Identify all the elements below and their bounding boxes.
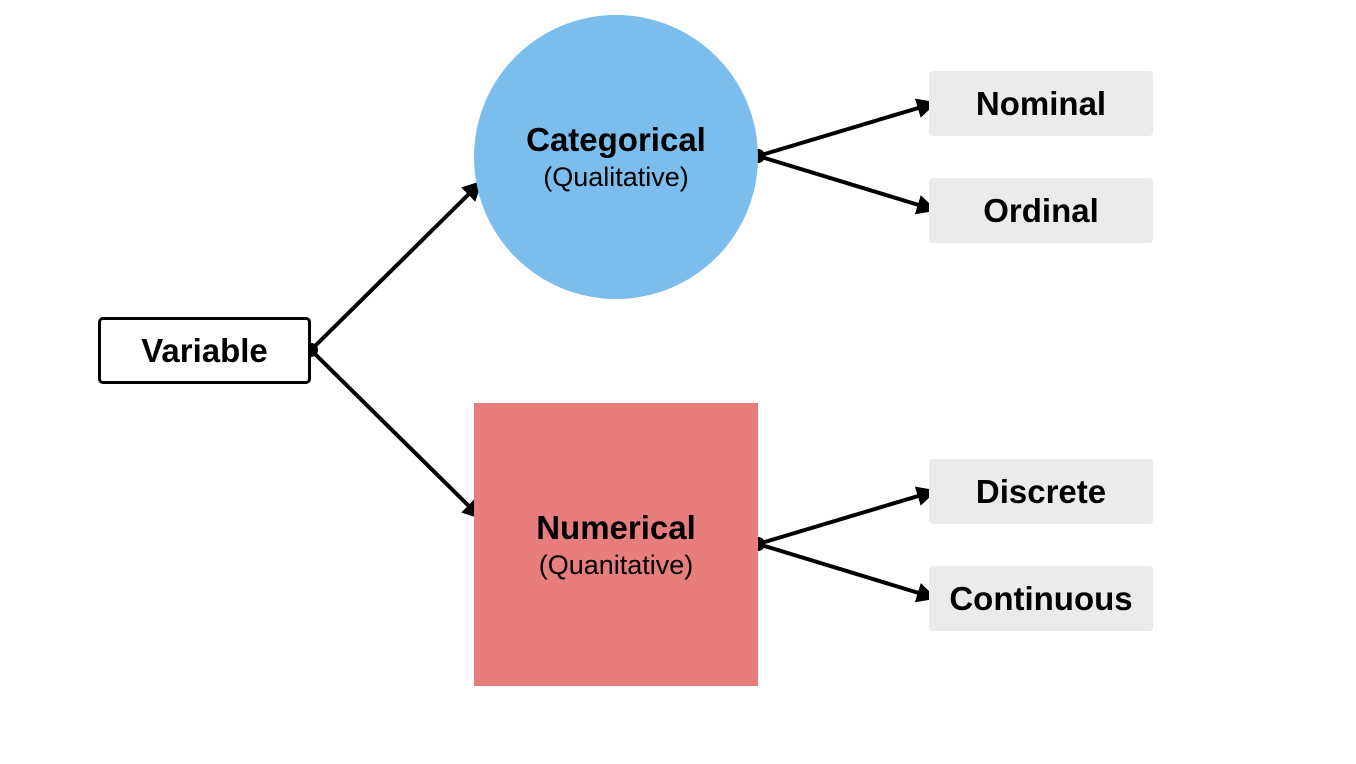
numerical-title: Numerical xyxy=(536,508,696,546)
arrow-variable-to-numerical xyxy=(309,348,483,520)
ordinal-label: Ordinal xyxy=(983,191,1099,229)
variable-node: Variable xyxy=(98,317,311,384)
categorical-node: Categorical (Qualitative) xyxy=(474,15,758,299)
categorical-subtitle: (Qualitative) xyxy=(543,162,689,192)
numerical-node: Numerical (Quanitative) xyxy=(474,403,758,686)
categorical-title: Categorical xyxy=(526,121,706,158)
continuous-label: Continuous xyxy=(949,579,1133,617)
arrow-variable-to-categorical xyxy=(309,180,483,352)
arrow-categorical-to-nominal xyxy=(757,98,937,158)
nominal-node: Nominal xyxy=(929,71,1153,136)
ordinal-node: Ordinal xyxy=(929,178,1153,243)
numerical-subtitle: (Quanitative) xyxy=(538,549,694,580)
variable-label: Variable xyxy=(141,331,268,369)
discrete-label: Discrete xyxy=(975,472,1107,510)
nominal-label: Nominal xyxy=(975,84,1107,122)
continuous-node: Continuous xyxy=(929,566,1153,631)
arrow-numerical-to-discrete xyxy=(757,486,937,546)
arrow-categorical-to-ordinal xyxy=(757,154,937,215)
discrete-node: Discrete xyxy=(929,459,1153,524)
arrow-numerical-to-continuous xyxy=(757,542,937,603)
